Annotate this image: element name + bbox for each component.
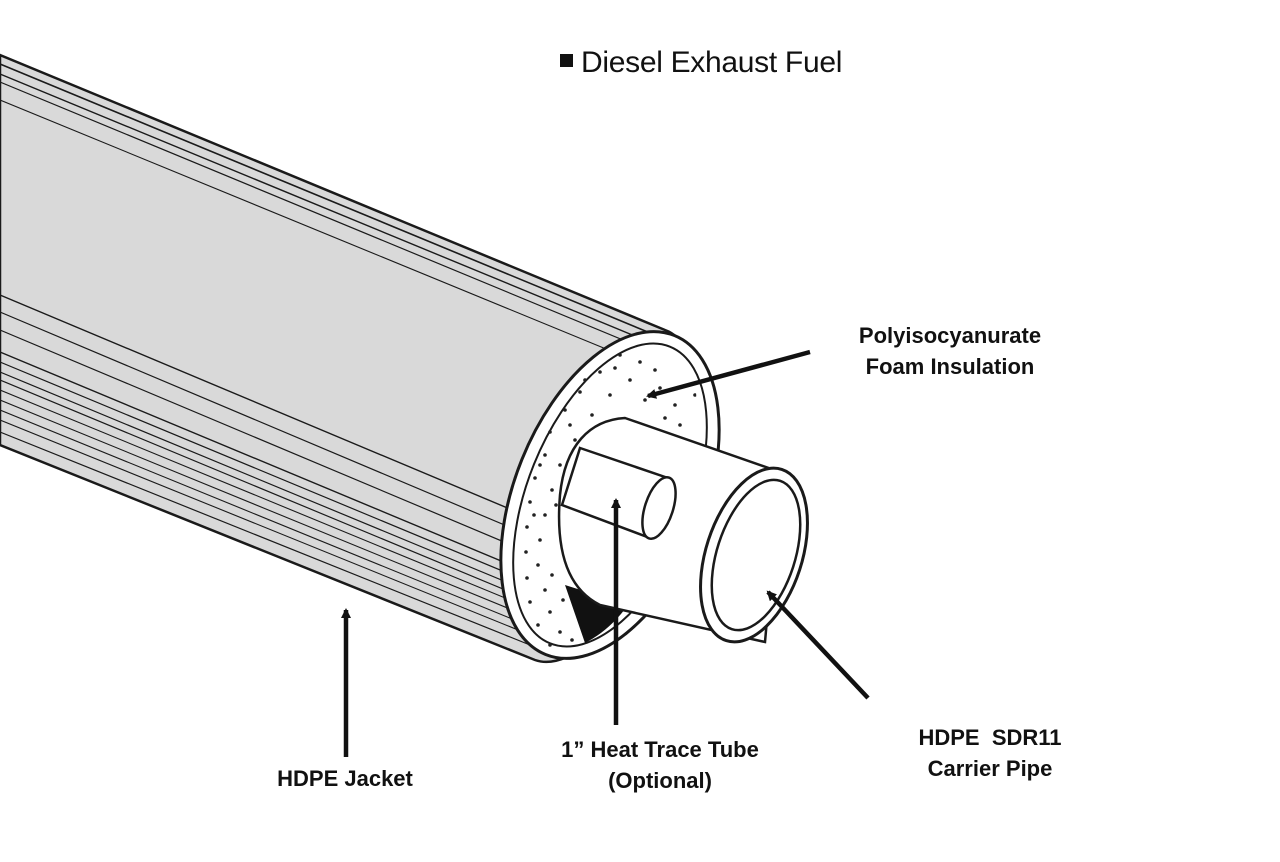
- diagram-title: Diesel Exhaust Fuel: [560, 46, 842, 80]
- label-heat-trace-line1: 1” Heat Trace Tube: [561, 737, 759, 762]
- label-carrier-line2: Carrier Pipe: [927, 756, 1053, 781]
- label-jacket: HDPE Jacket: [240, 763, 450, 794]
- label-heat-trace: 1” Heat Trace Tube (Optional): [520, 734, 800, 796]
- foam-shadow-wedge: [565, 585, 628, 643]
- carrier-arrow: [766, 590, 870, 700]
- jacket-ridge-lines: [0, 63, 656, 646]
- label-heat-trace-line2: (Optional): [608, 768, 712, 793]
- label-insulation-line2: Foam Insulation: [865, 354, 1035, 379]
- carrier-pipe-end-inner: [710, 478, 802, 632]
- insulation-arrow: [646, 349, 811, 399]
- label-carrier: HDPE SDR11 Carrier Pipe: [870, 722, 1110, 784]
- label-insulation-line1: Polyisocyanurate: [858, 323, 1042, 348]
- diagram-title-text: Diesel Exhaust Fuel: [581, 46, 843, 79]
- foam-dots: [524, 353, 697, 647]
- label-insulation: Polyisocyanurate Foam Insulation: [820, 320, 1080, 382]
- label-jacket-line1: HDPE Jacket: [277, 766, 413, 791]
- label-carrier-line1: HDPE SDR11: [918, 725, 1062, 750]
- title-bullet-icon: [560, 54, 573, 67]
- heat-trace-tube: [560, 446, 677, 540]
